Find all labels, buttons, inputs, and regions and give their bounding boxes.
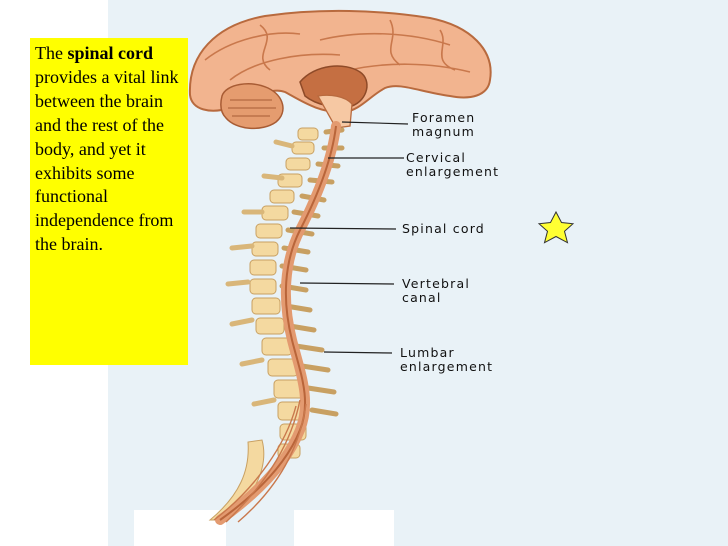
label-line: enlargement <box>400 359 494 374</box>
description-rest: provides a vital link between the brain … <box>35 66 179 255</box>
label-vertebral-canal: Vertebral canal <box>402 277 470 305</box>
background-patch <box>134 510 226 546</box>
description-callout: The spinal cord provides a vital link be… <box>30 38 188 365</box>
brain-illustration <box>188 9 492 130</box>
label-spinal-cord: Spinal cord <box>402 222 485 236</box>
background-patch <box>294 510 394 546</box>
label-lumbar-enlargement: Lumbar enlargement <box>400 346 493 374</box>
label-foramen-magnum: Foramen magnum <box>412 111 475 139</box>
leader-lines <box>289 121 409 354</box>
label-line: Spinal cord <box>402 221 485 236</box>
label-line: Lumbar <box>400 345 455 360</box>
label-line: Cervical <box>406 150 467 165</box>
description-prefix: The <box>35 43 68 63</box>
label-line: canal <box>402 290 442 305</box>
description-text: The spinal cord provides a vital link be… <box>35 42 184 257</box>
label-line: Foramen <box>412 110 476 125</box>
spinal-cord-illustration <box>213 121 341 525</box>
label-line: enlargement <box>406 164 500 179</box>
description-keyword: spinal cord <box>67 43 154 63</box>
label-line: Vertebral <box>402 276 471 291</box>
vertebral-column <box>208 127 345 521</box>
star-icon <box>537 210 575 244</box>
label-cervical-enlargement: Cervical enlargement <box>406 151 499 179</box>
label-line: magnum <box>412 124 475 139</box>
